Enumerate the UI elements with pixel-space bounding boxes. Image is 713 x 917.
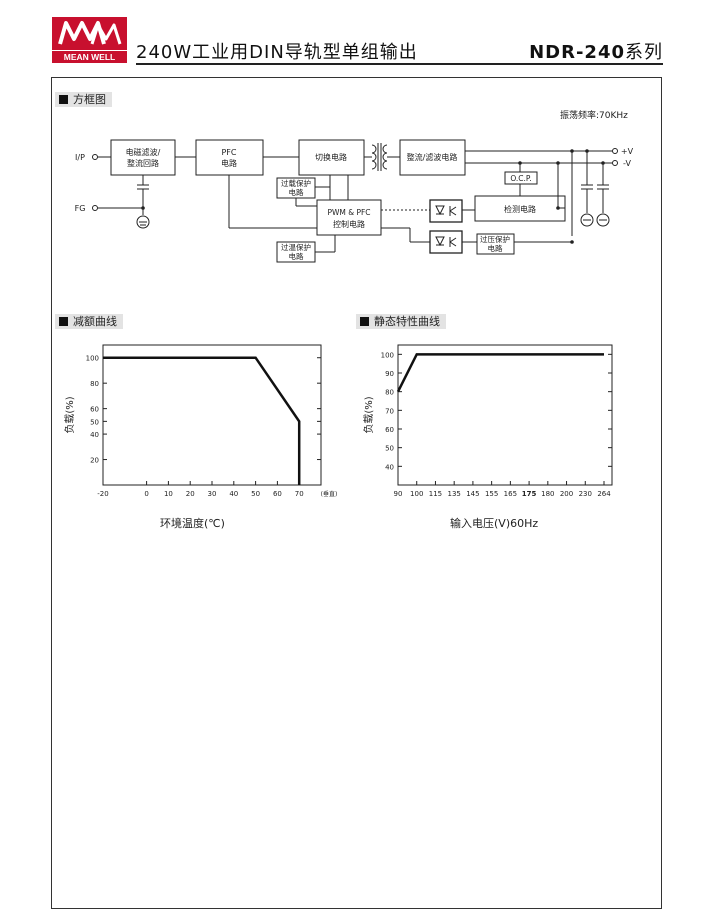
x-tick-label: 200: [560, 490, 573, 498]
x-tick-label: 90: [394, 490, 403, 498]
pwm-label-2: 控制电路: [333, 219, 365, 229]
x-tick-label: 115: [429, 490, 442, 498]
x-tick-label: -20: [97, 490, 108, 498]
y-tick-label: 40: [385, 463, 394, 471]
otp-label-1: 过温保护: [281, 242, 311, 252]
x-tick-label: 230: [579, 490, 592, 498]
static-curve-label: 静态特性曲线: [356, 314, 446, 329]
y-tick-label: 50: [90, 418, 99, 426]
logo-text: MEAN WELL: [52, 51, 127, 63]
x-unit-label: (垂直): [321, 490, 338, 498]
x-tick-label: 40: [229, 490, 238, 498]
x-tick-label: 20: [186, 490, 195, 498]
static-xlabel: 输入电压(V)60Hz: [450, 517, 539, 530]
header-rule: [136, 63, 663, 65]
output-plus-label: +V: [621, 147, 634, 156]
y-tick-label: 20: [90, 457, 99, 465]
model-suffix: 系列: [625, 42, 663, 63]
logo-mark-icon: [52, 17, 127, 50]
detect-label: 检测电路: [504, 204, 536, 214]
derating-line: [103, 356, 301, 485]
model-name: NDR-240: [529, 42, 625, 63]
y-axis-label: 负载(%): [63, 396, 76, 433]
x-tick-label: 155: [485, 490, 498, 498]
block-diagram-label: 方框图: [55, 92, 112, 107]
ocp-label: O.C.P.: [510, 174, 531, 183]
x-tick-label: 264: [597, 490, 611, 498]
x-tick-label: 30: [208, 490, 217, 498]
x-tick-label: 70: [295, 490, 304, 498]
olp-label-2: 电路: [289, 187, 304, 197]
y-tick-label: 50: [385, 445, 394, 453]
ovp-label-2: 电路: [488, 243, 503, 253]
y-tick-label: 100: [86, 355, 99, 363]
plot-frame: [102, 344, 322, 486]
ovp-label-1: 过压保护: [480, 234, 510, 244]
olp-label-1: 过载保护: [281, 178, 311, 188]
y-tick-label: 90: [385, 370, 394, 378]
y-tick-label: 80: [385, 389, 394, 397]
pwm-label-1: PWM & PFC: [327, 208, 370, 217]
derating-chart: 20 40 50 60 80 100 -20 0 10 20 30 40 50 60 70 (垂直) 负载(%): [63, 344, 338, 498]
pfc-label-1: PFC: [221, 148, 236, 157]
x-tick-label: 135: [447, 490, 460, 498]
input-fg-label: FG: [75, 204, 86, 213]
derating-curve-label: 减额曲线: [55, 314, 123, 329]
static-characteristic-chart: 40 50 60 70 80 90 100 90 100 115 135 145 155 165 175 18…: [362, 344, 613, 498]
plot-frame: [397, 344, 613, 486]
output-minus-label: -V: [623, 159, 631, 168]
y-tick-label: 60: [90, 406, 99, 414]
mean-well-logo: MEAN WELL: [52, 17, 127, 63]
pfc-label-2: 电路: [221, 158, 237, 168]
block-diagram: I/P FG +V -V 电磁滤波/ 整流回路 PFC 电路 切换电路 整流/滤…: [75, 139, 634, 263]
switch-label: 切换电路: [315, 152, 347, 162]
x-tick-label: 0: [144, 490, 148, 498]
x-tick-label: 60: [273, 490, 282, 498]
otp-label-2: 电路: [289, 251, 304, 261]
derating-xlabel: 环境温度(℃): [160, 517, 225, 530]
x-tick-label: 165: [504, 490, 517, 498]
static-curve-line: [396, 353, 604, 393]
y-tick-label: 70: [385, 407, 394, 415]
y-tick-label: 60: [385, 426, 394, 434]
y-tick-label: 80: [90, 380, 99, 388]
y-axis-label: 负载(%): [362, 396, 375, 433]
x-tick-label: 10: [164, 490, 173, 498]
y-tick-label: 40: [90, 431, 99, 439]
x-tick-label: 50: [251, 490, 260, 498]
content-frame: [51, 77, 662, 909]
emi-label-2: 整流回路: [127, 158, 159, 168]
page-title: 240W工业用DIN导轨型单组输出: [136, 42, 418, 63]
x-tick-label: 175: [522, 490, 537, 498]
y-tick-label: 100: [381, 351, 394, 359]
x-tick-label: 100: [410, 490, 423, 498]
model-series: NDR-240系列: [529, 38, 663, 64]
rectifier-label: 整流/滤波电路: [407, 152, 458, 162]
oscillation-frequency: 振荡频率:70KHz: [560, 111, 628, 121]
x-tick-label: 145: [466, 490, 479, 498]
x-tick-label: 180: [541, 490, 554, 498]
input-ip-label: I/P: [75, 153, 85, 162]
emi-label-1: 电磁滤波/: [126, 147, 161, 157]
